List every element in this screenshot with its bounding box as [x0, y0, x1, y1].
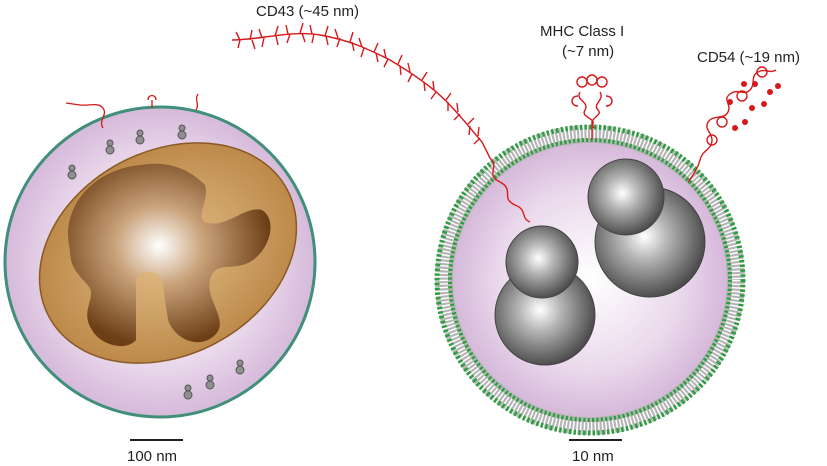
organelle-inner-cristae	[68, 163, 271, 347]
right-cell	[432, 122, 748, 438]
cd43-protein	[231, 22, 531, 223]
protein-complex-left	[494, 225, 596, 366]
scale-bar-left-label: 100 nm	[127, 448, 177, 465]
cd54-label: CD54 (~19 nm)	[697, 49, 800, 66]
vesicles-bottom	[183, 359, 245, 400]
mhc-label-line1: MHC Class I	[540, 23, 624, 40]
cd43-label: CD43 (~45 nm)	[256, 3, 359, 20]
membrane-dots-outer	[434, 124, 746, 436]
vesicles-top	[67, 124, 187, 180]
cd54-protein	[687, 66, 777, 183]
scale-bar-right-label: 10 nm	[572, 448, 614, 465]
scale-bar-right: 10 nm	[569, 439, 622, 465]
scale-bar-left: 100 nm	[127, 439, 183, 465]
cd54-glycans	[727, 81, 781, 131]
membrane-stripes	[432, 122, 748, 438]
protein-complex-right	[587, 158, 706, 298]
mhc-class-i-protein	[571, 74, 613, 140]
left-cell-proteins	[65, 93, 199, 129]
left-cell	[3, 93, 317, 419]
mhc-label-line2: (~7 nm)	[562, 43, 614, 60]
membrane-dots-inner	[448, 138, 732, 422]
